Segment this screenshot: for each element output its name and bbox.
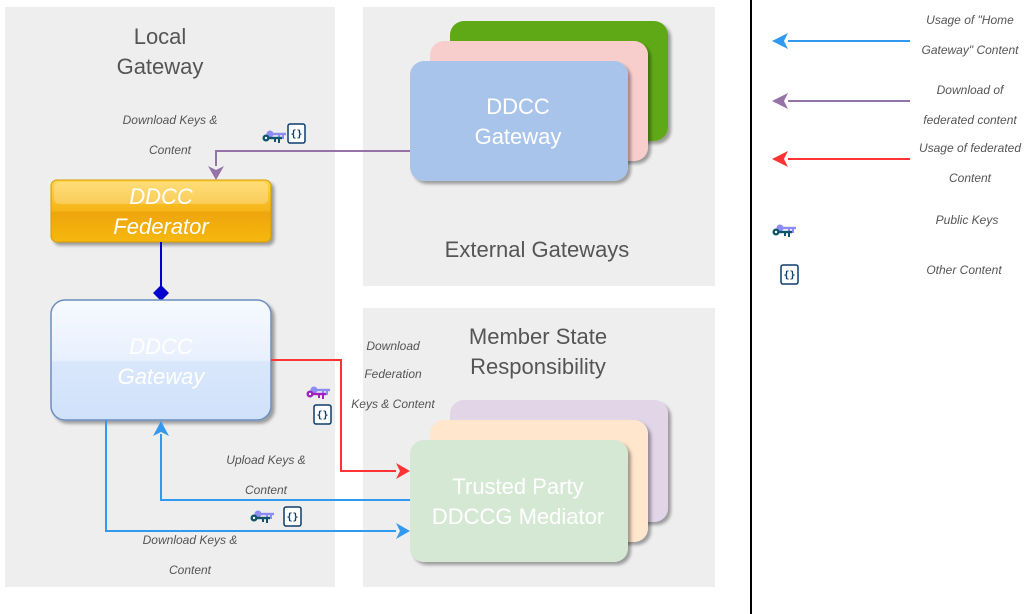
key-content-icons-top: {}	[262, 123, 306, 144]
label-upload-keys: Upload Keys & Content	[226, 453, 305, 497]
legend-federated-download-line1: Download of	[937, 83, 1005, 97]
label-download-federation-line3: Keys & Content	[351, 397, 435, 411]
legend-other-content-label: Other Content	[926, 263, 1002, 277]
key-icon	[262, 130, 286, 143]
legend-federated-usage-line1: Usage of federated	[919, 141, 1021, 155]
ddcc-gateway-local-line1: DDCC	[129, 334, 193, 359]
ddcc-federator[interactable]: DDCC Federator	[50, 179, 272, 243]
edge-usage-federated	[271, 359, 410, 479]
key-icon	[250, 510, 274, 523]
ddcc-gateway-local[interactable]: DDCC Gateway	[50, 299, 272, 421]
label-download-keys-bottom: Download Keys & Content	[143, 533, 238, 577]
trusted-party-box[interactable]	[410, 440, 628, 562]
edge-red-line	[271, 359, 396, 472]
key-content-icons-middle: {}	[306, 386, 332, 425]
legend-federated-download: Download of federated content	[772, 83, 1017, 127]
edge-download-keys	[105, 420, 410, 539]
label-download-keys-top-line1: Download Keys &	[123, 113, 218, 127]
member-state-title-line2: Responsibility	[470, 354, 606, 379]
key-content-icons-bottom: {}	[250, 506, 302, 527]
key-icon	[306, 386, 330, 399]
content-icon: {}	[313, 404, 332, 425]
arrow-left-icon	[772, 93, 788, 109]
content-icon: {}	[287, 123, 306, 144]
ddcc-gateway-external-line2: Gateway	[475, 124, 562, 149]
trusted-party-line1: Trusted Party	[452, 474, 583, 499]
local-gateway-region-bg	[5, 7, 335, 587]
ddcc-gateway-external-line1: DDCC	[486, 94, 550, 119]
trusted-party-stack[interactable]: Trusted Party DDCCG Mediator	[410, 400, 668, 562]
federator-gloss	[54, 182, 268, 204]
content-icon: {}	[283, 506, 302, 527]
arrow-down-icon	[208, 166, 224, 180]
federator-gateway-connector	[153, 242, 169, 301]
legend-home-usage-line2: Gateway" Content	[922, 43, 1020, 57]
external-gateway-stack[interactable]: DDCC Gateway	[410, 21, 668, 181]
key-icon	[772, 224, 796, 237]
local-gateway-title-line2: Gateway	[117, 54, 204, 79]
label-download-federation: Download Federation Keys & Content	[351, 339, 435, 411]
edge-blue-upload-line	[160, 434, 410, 501]
arrow-left-icon	[772, 33, 788, 49]
content-icon: {}	[780, 264, 799, 285]
legend: Usage of "Home Gateway" Content Download…	[772, 13, 1021, 285]
ddcc-gateway-local-box[interactable]	[50, 299, 272, 421]
ddcc-federator-line2: Federator	[113, 214, 210, 239]
member-state-title-line1: Member State	[469, 324, 607, 349]
local-gateway-region: Local Gateway	[5, 7, 335, 587]
label-download-keys-top: Download Keys & Content	[123, 113, 218, 157]
local-gateway-title-line1: Local	[134, 24, 187, 49]
label-download-federation-line1: Download	[366, 339, 420, 353]
legend-federated-usage-line2: Content	[949, 171, 992, 185]
ddcc-gateway-external-box[interactable]	[410, 61, 628, 181]
legend-public-keys-label: Public Keys	[936, 213, 999, 227]
legend-other-content: {} Other Content	[780, 263, 1002, 285]
edge-upload-keys	[153, 421, 410, 501]
legend-home-usage-line1: Usage of "Home	[926, 13, 1014, 27]
legend-home-usage: Usage of "Home Gateway" Content	[772, 13, 1019, 57]
svg-text:{}: {}	[290, 129, 302, 140]
diamond-icon	[153, 285, 169, 301]
label-upload-keys-line1: Upload Keys &	[226, 453, 305, 467]
legend-public-keys: Public Keys	[772, 213, 999, 237]
label-download-federation-line2: Federation	[364, 367, 422, 381]
arrow-right-icon	[396, 463, 410, 479]
trusted-party-line2: DDCCG Mediator	[432, 504, 604, 529]
arrow-right-icon	[396, 523, 410, 539]
svg-text:{}: {}	[783, 270, 795, 281]
svg-text:{}: {}	[286, 512, 298, 523]
edge-blue-download-line	[105, 420, 396, 532]
arrow-left-icon	[772, 151, 788, 167]
svg-text:{}: {}	[316, 410, 328, 421]
ddcc-gateway-local-line2: Gateway	[118, 364, 207, 389]
external-gateways-title: External Gateways	[445, 237, 630, 262]
legend-federated-download-line2: federated content	[923, 113, 1017, 127]
ddcc-federator-line1: DDCC	[129, 184, 193, 209]
edge-download-federated	[208, 150, 410, 180]
label-download-keys-top-line2: Content	[149, 143, 192, 157]
label-upload-keys-line2: Content	[245, 483, 288, 497]
edge-purple-line	[215, 150, 410, 166]
legend-federated-usage: Usage of federated Content	[772, 141, 1021, 185]
label-download-keys-bottom-line1: Download Keys &	[143, 533, 238, 547]
arrow-up-icon	[153, 421, 169, 436]
label-download-keys-bottom-line2: Content	[169, 563, 212, 577]
